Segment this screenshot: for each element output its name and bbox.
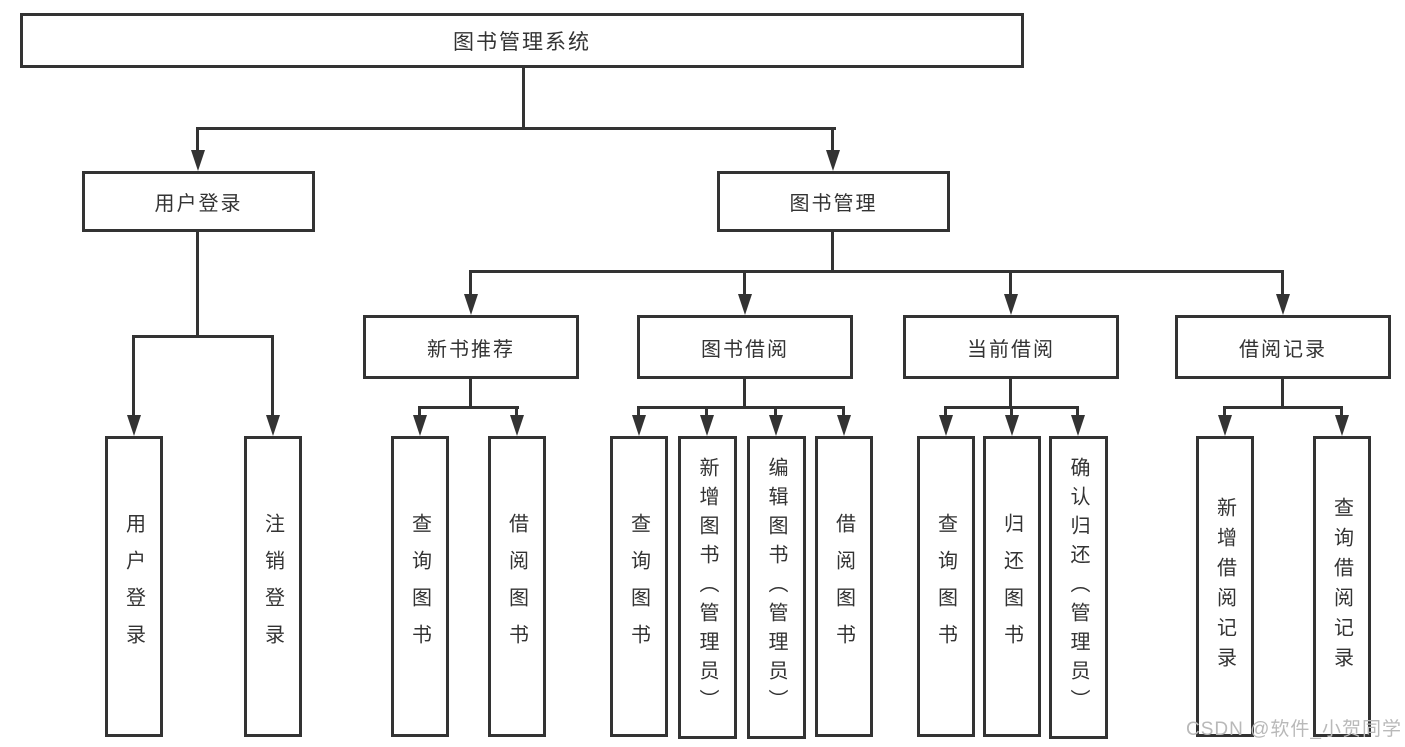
connector-line xyxy=(133,335,274,338)
connector-line xyxy=(418,406,421,418)
arrow-down-icon xyxy=(939,415,953,436)
connector-line xyxy=(469,379,472,409)
arrow-down-icon xyxy=(632,415,646,436)
arrow-down-icon xyxy=(464,294,478,315)
connector-line xyxy=(132,335,135,418)
level2-node-book-manage: 图书管理 xyxy=(717,171,950,232)
csdn-watermark: CSDN @软件_小贺同学 xyxy=(1186,719,1402,740)
arrow-down-icon xyxy=(1005,415,1019,436)
level3-node-borrow-record: 借阅记录 xyxy=(1175,315,1391,379)
leaf-node-add-borrow-record: 新增借阅记录 xyxy=(1196,436,1254,737)
leaf-node-query-books: 查询图书 xyxy=(610,436,668,737)
connector-line xyxy=(1009,379,1012,409)
connector-line xyxy=(743,270,746,297)
leaf-node-user-login: 用户登录 xyxy=(105,436,163,737)
level3-node-current-borrow: 当前借阅 xyxy=(903,315,1119,379)
leaf-node-borrow-books: 借阅图书 xyxy=(815,436,873,737)
connector-line xyxy=(469,270,472,297)
arrow-down-icon xyxy=(510,415,524,436)
connector-line xyxy=(1010,406,1013,418)
arrow-down-icon xyxy=(266,415,280,436)
connector-line xyxy=(1076,406,1079,418)
connector-line xyxy=(1281,379,1284,409)
arrow-down-icon xyxy=(1071,415,1085,436)
leaf-node-query-books: 查询图书 xyxy=(391,436,449,737)
arrow-down-icon xyxy=(837,415,851,436)
arrow-down-icon xyxy=(413,415,427,436)
connector-line xyxy=(470,270,1284,273)
leaf-node-edit-books-admin: 编辑图书（管理员） xyxy=(747,436,806,739)
connector-line xyxy=(1340,406,1343,418)
arrow-down-icon xyxy=(826,150,840,171)
connector-line xyxy=(1281,270,1284,297)
connector-line xyxy=(774,406,777,418)
leaf-node-borrow-books: 借阅图书 xyxy=(488,436,546,737)
arrow-down-icon xyxy=(738,294,752,315)
connector-line xyxy=(271,335,274,418)
arrow-down-icon xyxy=(127,415,141,436)
leaf-node-logout: 注销登录 xyxy=(244,436,302,737)
arrow-down-icon xyxy=(1004,294,1018,315)
connector-line xyxy=(743,379,746,409)
connector-line xyxy=(196,127,199,153)
leaf-node-return-books: 归还图书 xyxy=(983,436,1041,737)
level3-node-new-book: 新书推荐 xyxy=(363,315,579,379)
arrow-down-icon xyxy=(191,150,205,171)
connector-line xyxy=(842,406,845,418)
root-node-library-system: 图书管理系统 xyxy=(20,13,1024,68)
connector-line xyxy=(944,406,947,418)
arrow-down-icon xyxy=(1335,415,1349,436)
leaf-node-query-books: 查询图书 xyxy=(917,436,975,737)
connector-line xyxy=(705,406,708,418)
leaf-node-confirm-return-admin: 确认归还（管理员） xyxy=(1049,436,1108,739)
connector-line xyxy=(831,232,834,273)
leaf-node-query-borrow-record: 查询借阅记录 xyxy=(1313,436,1371,737)
arrow-down-icon xyxy=(769,415,783,436)
connector-line xyxy=(418,406,519,409)
connector-line xyxy=(1223,406,1226,418)
level3-node-book-borrow: 图书借阅 xyxy=(637,315,853,379)
connector-line xyxy=(1223,406,1343,409)
connector-line xyxy=(831,127,834,153)
leaf-node-add-books-admin: 新增图书（管理员） xyxy=(678,436,737,739)
connector-line xyxy=(515,406,518,418)
arrow-down-icon xyxy=(1276,294,1290,315)
connector-line xyxy=(637,406,845,409)
connector-line xyxy=(637,406,640,418)
connector-line xyxy=(522,68,525,128)
level2-node-user-login: 用户登录 xyxy=(82,171,315,232)
connector-line xyxy=(1009,270,1012,297)
connector-line xyxy=(196,232,199,336)
arrow-down-icon xyxy=(700,415,714,436)
connector-line xyxy=(197,127,836,130)
arrow-down-icon xyxy=(1218,415,1232,436)
